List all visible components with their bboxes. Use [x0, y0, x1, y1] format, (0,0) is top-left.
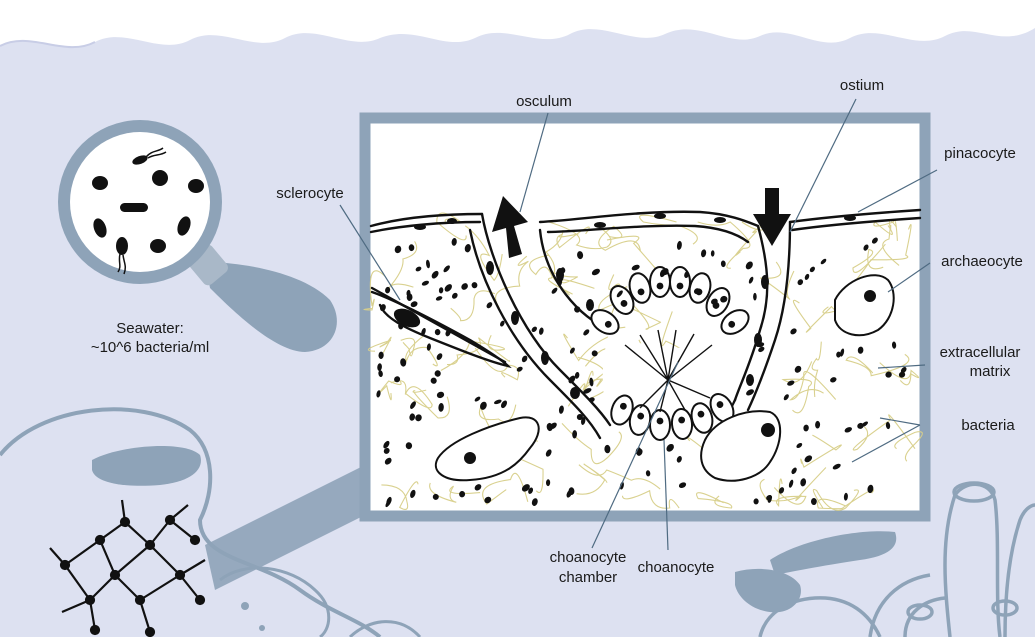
label-choanocyte: choanocyte [638, 559, 715, 576]
bacterium [753, 293, 757, 301]
label-choanocyte-chamber-line1: choanocyte [550, 549, 627, 566]
label-seawater-line1: Seawater: [116, 320, 184, 337]
label-extracellular-matrix-line2: matrix [970, 363, 1011, 380]
label-archaeocyte: archaeocyte [941, 253, 1023, 270]
sponge-pore [259, 625, 265, 631]
label-bacteria: bacteria [961, 417, 1015, 434]
choanocyte-cell [650, 410, 670, 440]
label-sclerocyte: sclerocyte [276, 185, 344, 202]
label-osculum: osculum [516, 93, 572, 110]
label-seawater-line2: ~10^6 bacteria/ml [91, 339, 209, 356]
label-pinacocyte: pinacocyte [944, 145, 1016, 162]
sponge-pore [241, 602, 249, 610]
label-choanocyte-chamber-line2: chamber [559, 569, 617, 586]
label-ostium: ostium [840, 77, 884, 94]
label-extracellular-matrix-line1: extracellular [940, 344, 1021, 361]
